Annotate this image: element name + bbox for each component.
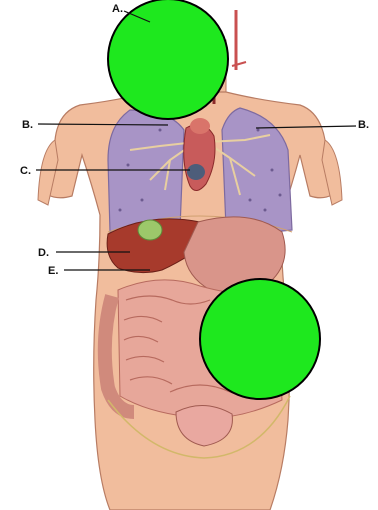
label-b-right: B.: [358, 119, 369, 131]
pulmonary-trunk: [190, 118, 210, 134]
mask-circle-bottom: [200, 279, 320, 399]
gallbladder: [138, 220, 162, 240]
left-lung: [108, 110, 184, 233]
label-a: A.: [112, 3, 123, 15]
mask-circle-top: [108, 0, 228, 119]
label-d: D.: [38, 247, 49, 259]
great-vessel-dark: [187, 164, 205, 180]
label-e: E.: [48, 265, 58, 277]
label-b-left: B.: [22, 119, 33, 131]
label-c: C.: [20, 165, 31, 177]
